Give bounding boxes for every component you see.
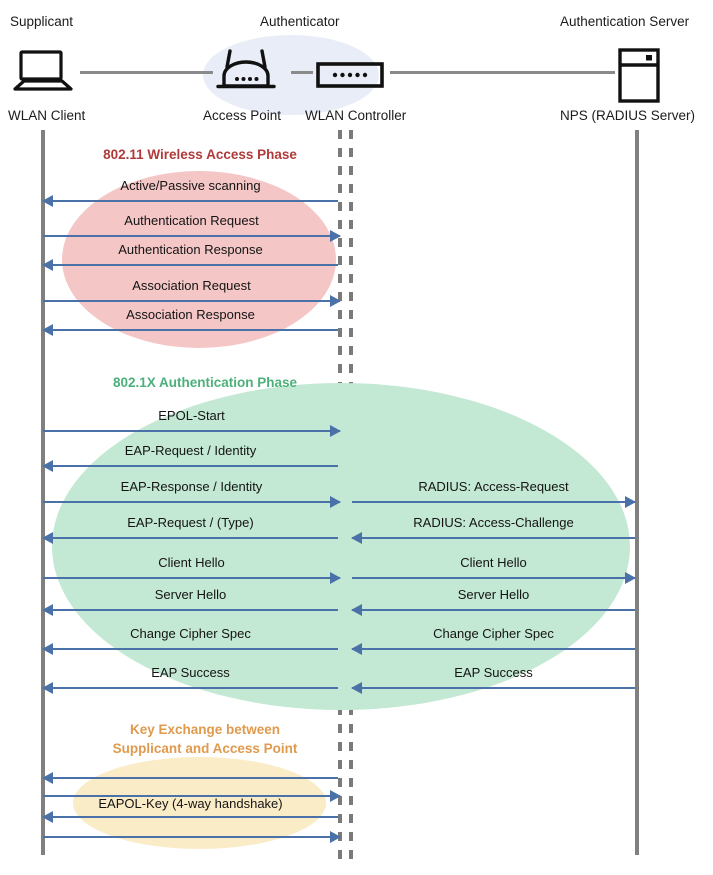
- link-client-to-ap: [80, 71, 213, 74]
- phase-label-key-exchange-line1: Key Exchange between: [129, 722, 281, 737]
- actor-device-supplicant: WLAN Client: [8, 108, 86, 123]
- message-label: EPOL-Start: [158, 408, 225, 423]
- message-label: RADIUS: Access-Challenge: [413, 515, 574, 530]
- message-label: Authentication Request: [124, 213, 259, 228]
- message-label: Client Hello: [460, 555, 527, 570]
- link-ap-to-controller: [291, 71, 313, 74]
- phase-label-key-exchange-line2: Supplicant and Access Point: [112, 741, 298, 756]
- message-label: Client Hello: [158, 555, 225, 570]
- actor-device-access-point: Access Point: [203, 108, 282, 123]
- phase-label-80211: 802.11 Wireless Access Phase: [103, 147, 297, 162]
- actor-role-supplicant: Supplicant: [10, 14, 74, 29]
- wireless-router-icon: [215, 48, 277, 97]
- message-label: Change Cipher Spec: [130, 626, 251, 641]
- message-label: EAP Success: [151, 665, 230, 680]
- message-label: RADIUS: Access-Request: [418, 479, 569, 494]
- actor-role-authentication-server: Authentication Server: [560, 14, 690, 29]
- message-label: Change Cipher Spec: [433, 626, 554, 641]
- message-label: Server Hello: [154, 587, 227, 602]
- message-label: EAP Success: [454, 665, 533, 680]
- message-label: Authentication Response: [118, 242, 263, 257]
- laptop-icon: [12, 50, 74, 97]
- message-label: EAP-Request / Identity: [124, 443, 257, 458]
- phase-region-8021x: [52, 383, 630, 710]
- message-label: Association Response: [126, 307, 255, 322]
- message-label: EAP-Request / (Type): [127, 515, 254, 530]
- lifeline-radius-server: [635, 130, 639, 855]
- message-label: EAP-Response / Identity: [120, 479, 263, 494]
- message-label: EAPOL-Key (4-way handshake): [98, 796, 283, 811]
- lifeline-supplicant: [41, 130, 45, 855]
- actor-role-authenticator: Authenticator: [260, 14, 340, 29]
- server-rack-icon: [617, 48, 661, 108]
- actor-device-wlan-controller: WLAN Controller: [305, 108, 407, 123]
- message-label: Active/Passive scanning: [120, 178, 261, 193]
- phase-region-key-exchange: [73, 757, 326, 849]
- link-controller-to-server: [390, 71, 615, 74]
- message-label: Server Hello: [457, 587, 530, 602]
- phase-label-8021x: 802.1X Authentication Phase: [112, 375, 298, 390]
- network-switch-icon: [316, 62, 384, 93]
- message-label: Association Request: [132, 278, 251, 293]
- actor-device-nps: NPS (RADIUS Server): [560, 108, 696, 123]
